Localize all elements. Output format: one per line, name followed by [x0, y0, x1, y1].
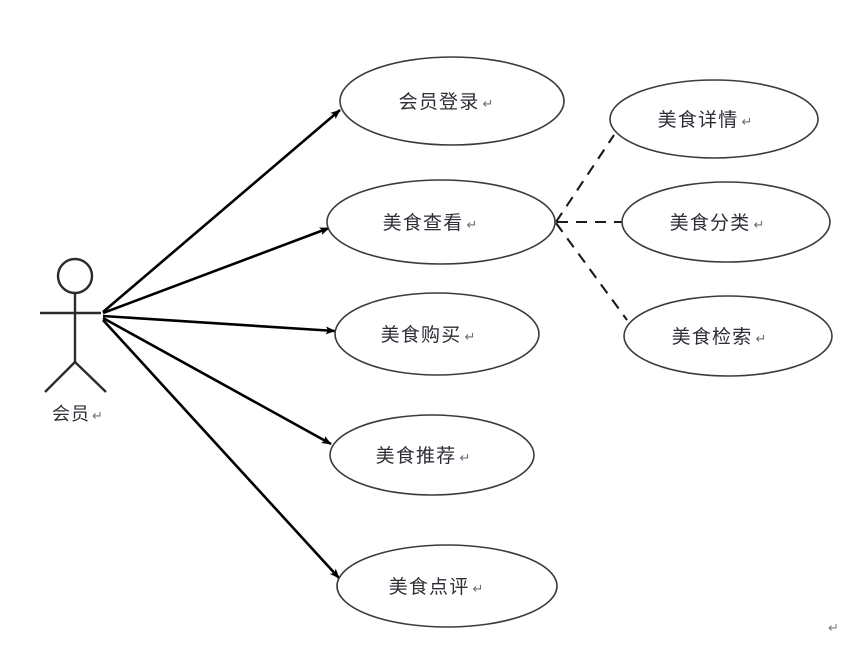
use-case-ellipse-member-login: [339, 56, 565, 146]
use-case-return-mark-food-category: ↵: [753, 218, 764, 233]
use-case-return-mark-food-search: ↵: [755, 332, 766, 347]
svg-text:美食查看↵: 美食查看↵: [383, 212, 478, 234]
use-case-member-login[interactable]: 会员登录↵: [339, 56, 565, 146]
document-end-return-mark: ↵: [828, 621, 839, 636]
use-case-return-mark-food-detail: ↵: [741, 115, 752, 130]
use-case-food-search[interactable]: 美食检索↵: [623, 295, 833, 377]
association-lines: [102, 109, 341, 579]
actor-head-icon: [56, 257, 94, 295]
use-case-label-food-search: 美食检索: [672, 326, 753, 348]
dependency-food-view-to-food-search: [555, 222, 628, 321]
use-case-label-food-detail: 美食详情: [658, 109, 739, 131]
use-case-return-mark-food-purchase: ↵: [464, 330, 475, 345]
actor-left-leg-line: [44, 361, 76, 393]
use-case-label-food-purchase: 美食购买: [381, 324, 462, 346]
use-case-return-mark-food-review: ↵: [472, 582, 483, 597]
svg-text:美食推荐↵: 美食推荐↵: [376, 445, 471, 467]
use-case-label-member-login: 会员登录: [399, 91, 480, 113]
svg-text:美食购买↵: 美食购买↵: [381, 324, 476, 346]
association-member-to-food-view: [102, 226, 330, 315]
use-case-food-purchase[interactable]: 美食购买↵: [334, 292, 540, 376]
use-case-return-mark-food-recommend: ↵: [459, 451, 470, 466]
actor-right-leg-line: [74, 361, 107, 393]
use-case-label-food-category: 美食分类: [670, 212, 751, 234]
use-case-ellipse-food-recommend: [329, 414, 535, 496]
svg-text:美食分类↵: 美食分类↵: [670, 212, 765, 234]
dependency-food-view-to-food-detail: [555, 134, 615, 223]
actor-label: 会员↵: [52, 404, 103, 425]
association-member-to-food-purchase: [102, 314, 336, 335]
use-case-ellipse-food-purchase: [334, 292, 540, 376]
svg-text:美食检索↵: 美食检索↵: [672, 326, 767, 348]
dependency-lines: [555, 134, 628, 321]
association-member-to-food-recommend: [102, 316, 332, 446]
use-case-food-detail[interactable]: 美食详情↵: [609, 79, 819, 159]
svg-text:会员登录↵: 会员登录↵: [399, 91, 494, 113]
actor-label-return-mark: ↵: [92, 409, 103, 424]
use-case-label-food-view: 美食查看: [383, 212, 464, 234]
use-case-food-category[interactable]: 美食分类↵: [621, 181, 831, 263]
svg-text:美食点评↵: 美食点评↵: [389, 576, 484, 598]
use-case-food-view[interactable]: 美食查看↵: [326, 179, 556, 265]
use-case-ellipse-food-view: [326, 179, 556, 265]
use-case-ellipse-food-search: [623, 295, 833, 377]
use-case-return-mark-member-login: ↵: [482, 97, 493, 112]
use-case-food-review[interactable]: 美食点评↵: [336, 544, 558, 628]
association-member-to-member-login: [102, 109, 341, 313]
use-case-food-recommend[interactable]: 美食推荐↵: [329, 414, 535, 496]
association-member-to-food-review: [102, 319, 340, 579]
svg-text:美食详情↵: 美食详情↵: [658, 109, 753, 131]
actor-member[interactable]: 会员↵: [40, 257, 107, 425]
use-case-ellipse-food-category: [621, 181, 831, 263]
use-case-label-food-recommend: 美食推荐: [376, 445, 457, 467]
use-case-ellipse-food-review: [336, 544, 558, 628]
use-case-label-food-review: 美食点评: [389, 576, 470, 598]
actor-label-text: 会员: [52, 404, 90, 425]
use-case-return-mark-food-view: ↵: [466, 218, 477, 233]
use-case-ellipse-food-detail: [609, 79, 819, 159]
